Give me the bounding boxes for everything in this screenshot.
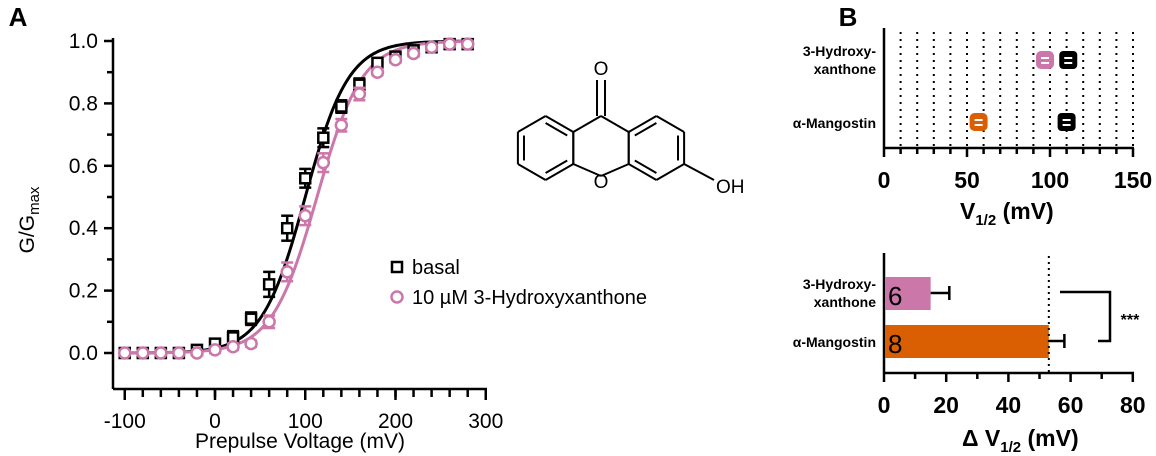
- delta-v-half-bar: [885, 325, 1049, 358]
- bond: [655, 115, 685, 133]
- ring-oxygen-label: O: [594, 172, 609, 193]
- y-tick-label: 0.6: [69, 155, 98, 178]
- x-tick-label: 300: [468, 410, 503, 433]
- data-point-basal: [299, 172, 312, 185]
- panel-label-a: A: [9, 2, 28, 32]
- bond: [545, 115, 574, 133]
- x-tick-label: 100: [1031, 167, 1069, 193]
- data-point-xanthone: [226, 340, 240, 354]
- data-point-basal: [317, 131, 330, 144]
- y-tick-label: 0.0: [69, 342, 98, 365]
- x-tick-label: 200: [378, 410, 413, 433]
- delta-v-half-bar: [885, 277, 931, 310]
- x-tick-label: 0: [878, 167, 891, 193]
- y-tick-label: 1.0: [69, 30, 98, 53]
- x-axis-title-sub: 1/2: [1000, 439, 1021, 456]
- data-point-basal: [244, 312, 258, 325]
- data-point-xanthone: [280, 265, 294, 279]
- x-tick-label: 20: [933, 392, 959, 418]
- significance-bracket: [1060, 290, 1112, 343]
- data-point-xanthone: [370, 65, 385, 79]
- bond: [628, 115, 657, 133]
- y-axis-title-subscript: max: [26, 186, 43, 215]
- category-label: α-Mangostin: [793, 115, 876, 131]
- data-point-xanthone: [262, 315, 276, 329]
- legend-label-basal: basal: [412, 257, 460, 279]
- category-label: xanthone: [814, 61, 876, 77]
- v-half-compound-marker: [1036, 51, 1055, 69]
- hydroxyl-label: OH: [716, 177, 745, 198]
- data-point-basal: [280, 221, 294, 235]
- y-tick-label: 0.8: [69, 92, 98, 115]
- chemical-structure-3-hydroxyxanthone: O O OH: [516, 59, 745, 198]
- significance-label: ***: [1121, 312, 1140, 329]
- data-point-xanthone: [334, 118, 349, 132]
- x-tick-label: 150: [1114, 167, 1152, 193]
- n-label: 6: [888, 281, 902, 311]
- data-point-xanthone: [136, 346, 150, 360]
- legend-marker-basal: [390, 260, 404, 274]
- bond: [600, 163, 630, 177]
- data-point-xanthone: [244, 336, 258, 351]
- data-point-xanthone: [208, 343, 222, 357]
- legend-label-xanthone: 10 µM 3-Hydroxyxanthone: [412, 287, 647, 309]
- bond: [517, 163, 547, 181]
- data-point-xanthone: [460, 37, 475, 51]
- bond: [517, 115, 547, 133]
- category-label: α-Mangostin: [793, 334, 876, 350]
- x-tick-label: 0: [209, 410, 221, 433]
- bond: [572, 115, 602, 133]
- category-label: xanthone: [814, 294, 876, 310]
- x-tick-label: -100: [104, 410, 146, 433]
- y-axis-title-a: G/Gmax: [16, 186, 43, 253]
- v-half-basal-marker: [1059, 51, 1078, 69]
- x-tick-label: 100: [288, 410, 323, 433]
- bond: [655, 163, 685, 181]
- data-point-xanthone: [298, 208, 312, 223]
- v-half-compound-marker: [969, 113, 988, 131]
- data-point-xanthone: [154, 346, 168, 360]
- data-point-basal: [262, 278, 276, 291]
- x-axis-title-b-top: V1/2 (mV): [960, 198, 1054, 229]
- data-point-xanthone: [118, 346, 132, 360]
- carbonyl-oxygen-label: O: [594, 59, 609, 80]
- double-bond: [634, 122, 657, 137]
- double-bond: [634, 159, 657, 174]
- data-point-xanthone: [352, 87, 367, 101]
- x-axis-title-unit: (mV): [996, 198, 1054, 224]
- y-tick-label: 0.4: [69, 217, 99, 240]
- x-tick-label: 40: [996, 392, 1022, 418]
- v-half-basal-marker: [1057, 113, 1076, 131]
- x-tick-label: 80: [1120, 392, 1146, 418]
- bond: [600, 115, 630, 133]
- bond: [545, 163, 574, 181]
- panel-label-b: B: [839, 2, 858, 32]
- x-axis-title-unit: (mV): [1021, 425, 1079, 451]
- x-axis-title-b-bottom: Δ V1/2 (mV): [962, 425, 1079, 456]
- legend-marker-xanthone: [390, 290, 404, 304]
- bond: [628, 163, 657, 181]
- double-bond: [545, 122, 568, 137]
- data-point-xanthone: [388, 52, 403, 67]
- x-axis-title-sub: 1/2: [975, 212, 996, 229]
- category-label: 3-Hydroxy-: [803, 43, 876, 59]
- data-point-xanthone: [190, 346, 204, 360]
- data-point-basal: [335, 100, 348, 113]
- y-tick-label: 0.2: [69, 280, 98, 303]
- n-label: 8: [888, 329, 902, 359]
- x-tick-label: 50: [954, 167, 980, 193]
- x-tick-label: 60: [1058, 392, 1084, 418]
- category-label: 3-Hydroxy-: [803, 276, 876, 292]
- data-point-xanthone: [424, 40, 439, 54]
- x-tick-label: 0: [878, 392, 891, 418]
- hydroxyl-bond: [683, 163, 715, 181]
- data-point-xanthone: [442, 37, 457, 51]
- data-point-xanthone: [316, 155, 331, 170]
- data-point-xanthone: [406, 46, 421, 61]
- double-bond: [545, 159, 568, 174]
- data-point-xanthone: [172, 346, 186, 360]
- bond: [572, 163, 602, 177]
- x-axis-title-a: Prepulse Voltage (mV): [195, 430, 405, 453]
